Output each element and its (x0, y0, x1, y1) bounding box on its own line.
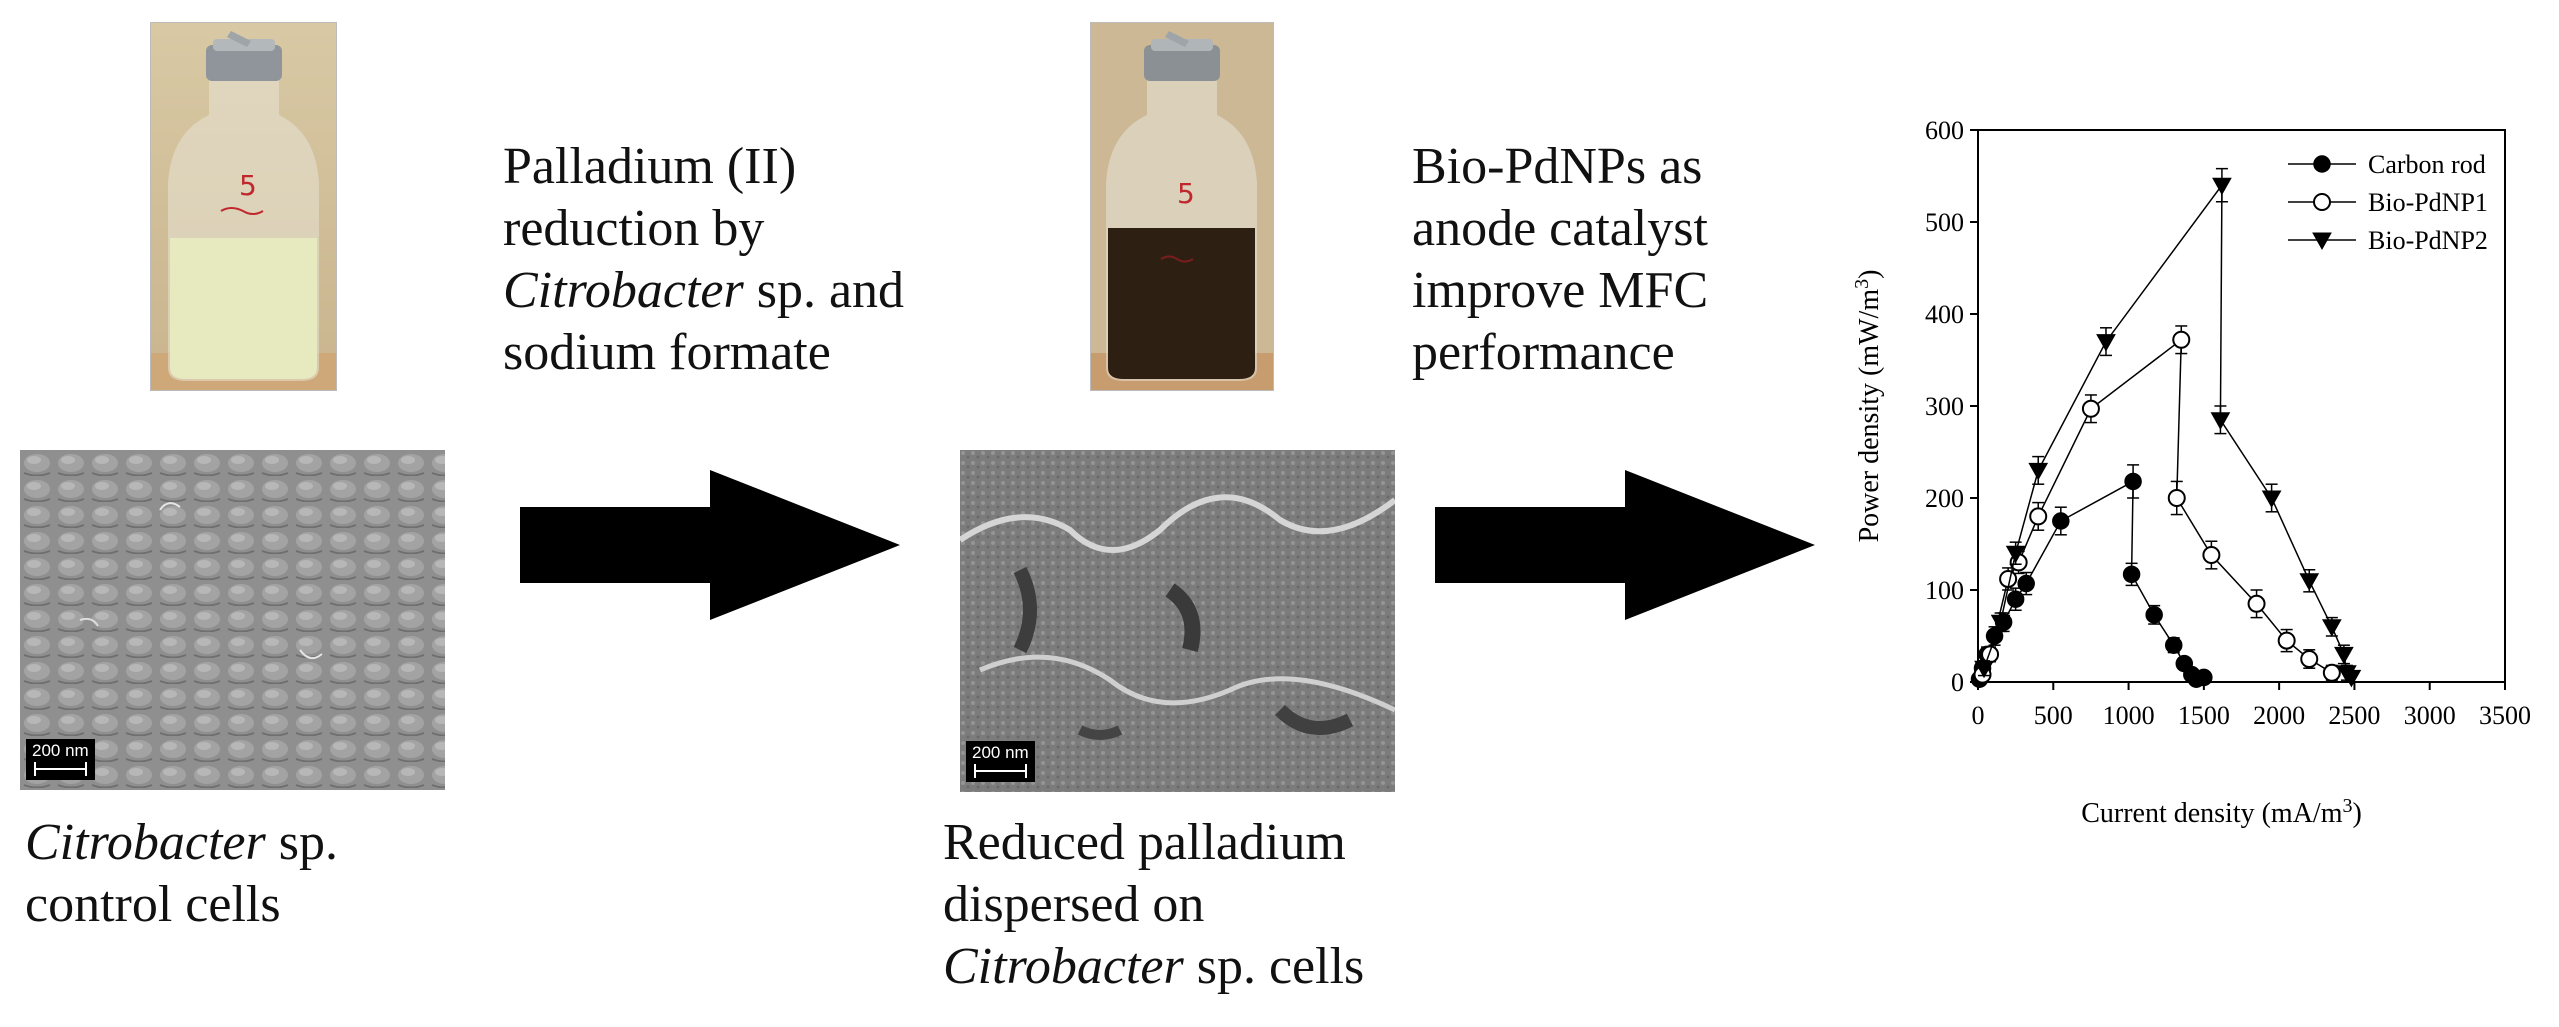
y-tick-label: 100 (1925, 576, 1964, 605)
sem-image-control-cells: 200 nm (20, 450, 445, 790)
step2-line4: performance (1412, 324, 1675, 381)
data-point-carbon-rod (2006, 590, 2025, 608)
data-point-carbon-rod (2195, 668, 2213, 687)
x-tick-label: 3500 (2479, 701, 2531, 730)
series-line-bio-pdnp2 (1983, 182, 2352, 678)
data-point-bio-pdnp1 (1981, 645, 2000, 664)
bottle-before-photo: 5 (150, 22, 337, 391)
legend-marker-carbon-rod (2313, 155, 2331, 173)
scale-bar-right: 200 nm (966, 741, 1035, 782)
caption-reduced-line3: Citrobacter sp. cells (943, 936, 1364, 998)
data-point-bio-pdnp2 (2210, 412, 2231, 430)
legend-label-carbon-rod: Carbon rod (2368, 150, 2486, 179)
data-point-bio-pdnp2 (2261, 490, 2282, 509)
legend-label-bio-pdnp2: Bio-PdNP2 (2368, 226, 2488, 255)
step1-line2: reduction by (503, 200, 765, 257)
data-point-bio-pdnp1 (2300, 650, 2319, 668)
data-point-bio-pdnp2 (2299, 573, 2320, 591)
bottle-label-1: 5 (239, 169, 257, 202)
x-tick-label: 2500 (2328, 701, 2380, 730)
caption-reduced-palladium: Reduced palladium dispersed on Citrobact… (943, 812, 1364, 998)
scale-bar-right-line (972, 764, 1029, 778)
y-tick-label: 300 (1925, 392, 1964, 421)
data-point-bio-pdnp1 (2202, 546, 2221, 565)
data-point-bio-pdnp1 (2081, 399, 2100, 418)
data-point-bio-pdnp1 (2167, 489, 2186, 507)
data-point-bio-pdnp1 (2029, 507, 2048, 526)
caption-control-cells: Citrobacter sp. control cells (25, 812, 338, 936)
data-point-bio-pdnp1 (2277, 631, 2296, 650)
step1-italic: Citrobacter (503, 262, 744, 319)
scale-bar-right-label: 200 nm (972, 743, 1029, 762)
legend-marker-bio-pdnp2 (2312, 232, 2332, 251)
y-tick-label: 600 (1925, 116, 1964, 145)
arrow-right-2 (1435, 470, 1815, 620)
step1-line1: Palladium (II) (503, 138, 797, 195)
data-point-bio-pdnp2 (1990, 614, 2011, 633)
scale-bar-left: 200 nm (26, 739, 95, 780)
data-point-carbon-rod (2052, 512, 2070, 530)
bottle-label-2: 5 (1177, 177, 1195, 210)
y-axis-label: Power density (mW/m3) (1851, 270, 1885, 543)
data-point-carbon-rod (2164, 636, 2183, 654)
arrow-right-1 (520, 470, 900, 620)
data-point-bio-pdnp2 (2321, 619, 2342, 637)
step2-line1: Bio-PdNPs as (1412, 138, 1703, 195)
data-point-bio-pdnp2 (2341, 669, 2362, 688)
data-point-bio-pdnp1 (2172, 330, 2191, 349)
data-point-carbon-rod (2017, 574, 2035, 593)
data-point-carbon-rod (2122, 565, 2141, 584)
caption-control-line1: Citrobacter sp. (25, 812, 338, 874)
step2-line2: anode catalyst (1412, 200, 1708, 257)
step1-line4: sodium formate (503, 324, 831, 381)
x-tick-label: 2000 (2253, 701, 2305, 730)
data-point-carbon-rod (2145, 606, 2163, 624)
step2-line3: improve MFC (1412, 262, 1709, 319)
x-tick-label: 3000 (2404, 701, 2456, 730)
caption-control-italic: Citrobacter (25, 814, 266, 871)
data-point-bio-pdnp1 (2322, 663, 2341, 682)
legend-label-bio-pdnp1: Bio-PdNP1 (2368, 188, 2488, 217)
data-point-bio-pdnp2 (2212, 177, 2232, 196)
caption-control-line1-rest: sp. (265, 814, 338, 871)
caption-control-line2: control cells (25, 876, 281, 933)
x-axis-label: Current density (mA/m3) (2081, 795, 2362, 829)
legend-marker-bio-pdnp1 (2313, 193, 2331, 211)
data-point-bio-pdnp2 (2028, 462, 2049, 481)
data-point-carbon-rod (2124, 472, 2142, 491)
x-tick-label: 1500 (2178, 701, 2230, 730)
caption-reduced-line2: dispersed on (943, 876, 1205, 933)
y-tick-label: 0 (1951, 668, 1964, 697)
data-point-bio-pdnp2 (2334, 646, 2354, 665)
data-point-bio-pdnp2 (1974, 660, 1994, 679)
y-tick-label: 200 (1925, 484, 1964, 513)
y-tick-label: 500 (1925, 208, 1964, 237)
caption-reduced-line3-rest: sp. cells (1183, 938, 1365, 995)
x-tick-label: 0 (1972, 701, 1985, 730)
step1-line3-rest: sp. and (743, 262, 905, 319)
power-density-chart: 0 500 1000 1500 2000 2500 3000 3500 0 100 200 300 40… (1851, 116, 2531, 829)
step1-description: Palladium (II) reduction by Citrobacter … (503, 136, 904, 384)
x-tick-label: 500 (2034, 701, 2073, 730)
scale-bar-left-label: 200 nm (32, 741, 89, 760)
y-tick-label: 400 (1925, 300, 1964, 329)
x-tick-label: 1000 (2103, 701, 2155, 730)
bottle-after-photo: 5 (1090, 22, 1274, 391)
data-point-bio-pdnp1 (2247, 594, 2266, 613)
scale-bar-left-line (32, 762, 89, 776)
caption-reduced-line1: Reduced palladium (943, 814, 1346, 871)
data-point-bio-pdnp2 (2096, 334, 2116, 352)
caption-reduced-italic: Citrobacter (943, 938, 1184, 995)
sem-image-palladium-cells: 200 nm (960, 450, 1395, 792)
step2-description: Bio-PdNPs as anode catalyst improve MFC … (1412, 136, 1708, 384)
step1-line3: Citrobacter sp. and (503, 260, 904, 322)
data-point-bio-pdnp2 (2005, 545, 2026, 564)
